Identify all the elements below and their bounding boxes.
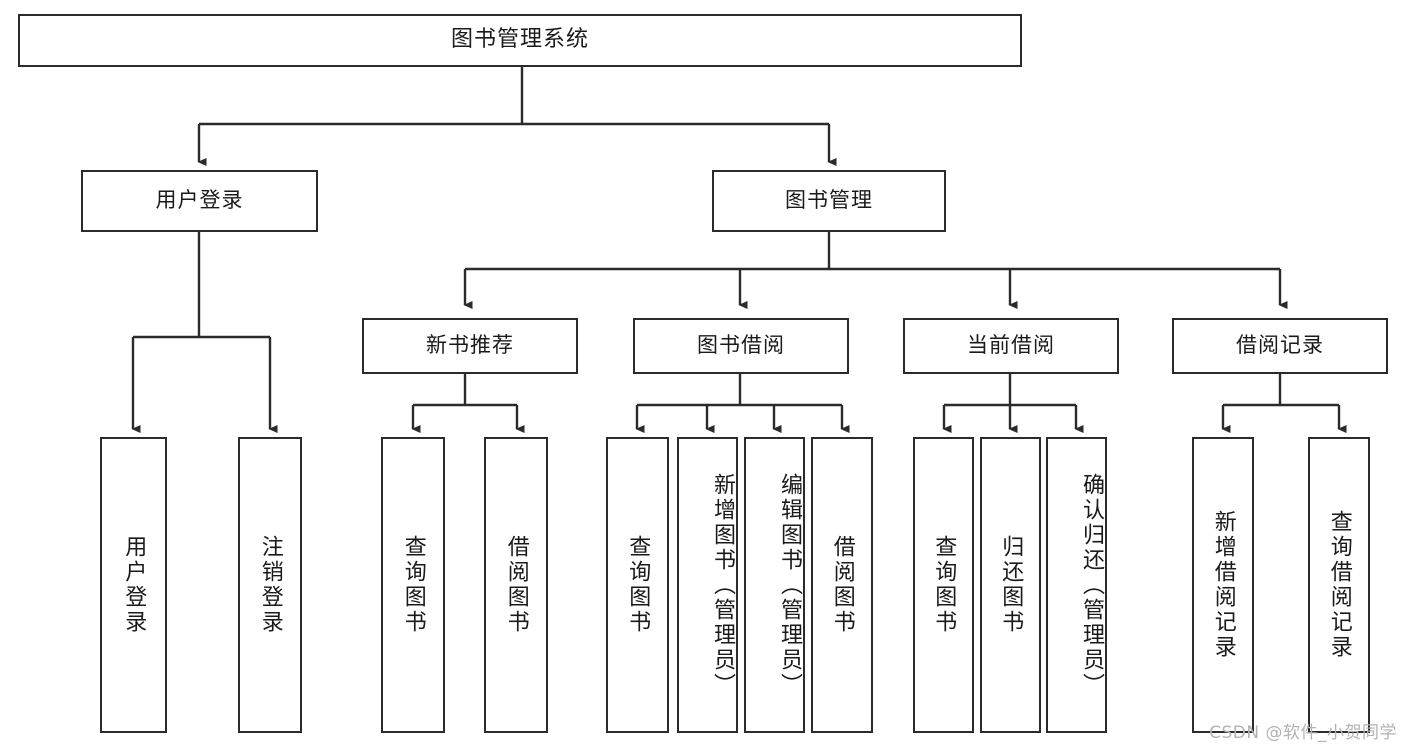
leaf-borrow-book-recommend[interactable]: 借阅图书 <box>484 437 548 733</box>
node-label: 查询图书 <box>625 535 651 635</box>
node-label: 借阅记录 <box>1236 333 1324 358</box>
leaf-add-book-admin[interactable]: 新增图书（管理员） <box>677 437 738 733</box>
node-new-book-recommend[interactable]: 新书推荐 <box>362 318 578 374</box>
node-book-management[interactable]: 图书管理 <box>712 170 946 232</box>
node-user-login[interactable]: 用户登录 <box>81 170 318 232</box>
node-label: 查询借阅记录 <box>1326 510 1352 660</box>
node-label: 图书借阅 <box>697 333 785 358</box>
node-label: 用户登录 <box>155 188 244 213</box>
node-label: 新增图书（管理员） <box>710 472 735 698</box>
node-book-borrow[interactable]: 图书借阅 <box>633 318 849 374</box>
leaf-query-book-borrow[interactable]: 查询图书 <box>606 437 669 733</box>
node-root-system[interactable]: 图书管理系统 <box>18 14 1022 67</box>
node-borrow-record[interactable]: 借阅记录 <box>1172 318 1388 374</box>
leaf-add-borrow-record[interactable]: 新增借阅记录 <box>1192 437 1254 733</box>
node-label: 当前借阅 <box>967 333 1055 358</box>
node-label: 用户登录 <box>121 535 147 635</box>
leaf-logout-login[interactable]: 注销登录 <box>238 437 302 733</box>
node-label: 注销登录 <box>257 535 283 635</box>
leaf-confirm-return-admin[interactable]: 确认归还（管理员） <box>1046 437 1107 733</box>
node-label: 编辑图书（管理员） <box>777 472 802 698</box>
leaf-query-book-current[interactable]: 查询图书 <box>913 437 974 733</box>
node-label: 图书管理 <box>785 188 873 213</box>
node-label: 图书管理系统 <box>450 27 589 53</box>
leaf-return-book[interactable]: 归还图书 <box>980 437 1041 733</box>
node-label: 新增借阅记录 <box>1210 510 1236 660</box>
node-label: 确认归还（管理员） <box>1079 472 1104 698</box>
node-current-borrow[interactable]: 当前借阅 <box>903 318 1119 374</box>
leaf-edit-book-admin[interactable]: 编辑图书（管理员） <box>744 437 805 733</box>
node-label: 归还图书 <box>998 535 1024 635</box>
node-label: 查询图书 <box>931 535 957 635</box>
node-label: 借阅图书 <box>829 535 855 635</box>
leaf-query-borrow-record[interactable]: 查询借阅记录 <box>1308 437 1370 733</box>
node-label: 借阅图书 <box>503 535 529 635</box>
node-label: 新书推荐 <box>426 333 514 358</box>
leaf-borrow-book[interactable]: 借阅图书 <box>811 437 873 733</box>
watermark-text: CSDN @软件_小贺同学 <box>1209 723 1397 743</box>
leaf-query-book-recommend[interactable]: 查询图书 <box>381 437 445 733</box>
leaf-user-login[interactable]: 用户登录 <box>100 437 167 733</box>
node-label: 查询图书 <box>400 535 426 635</box>
